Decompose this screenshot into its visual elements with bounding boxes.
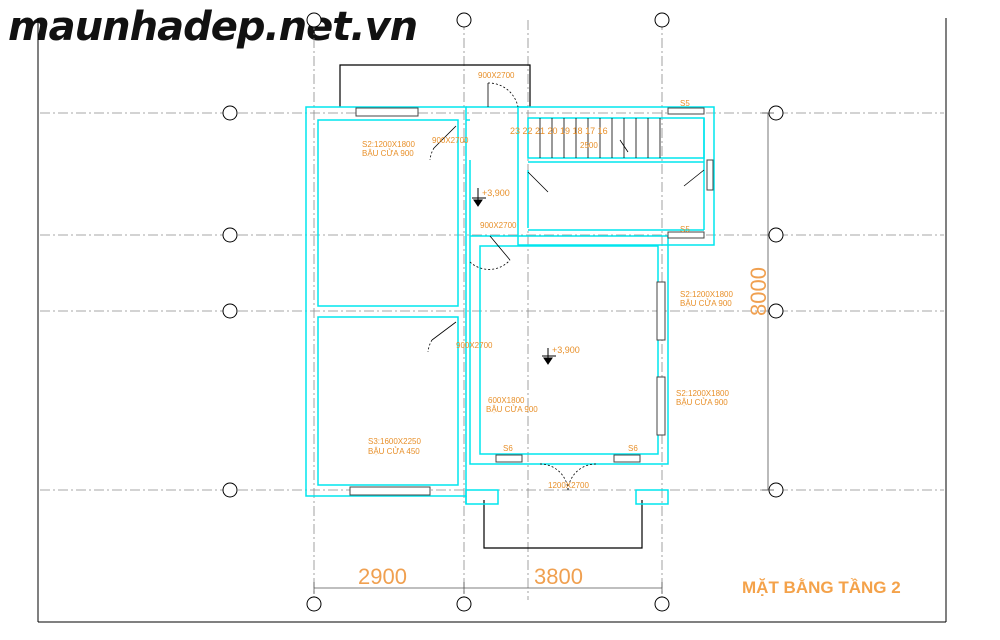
level-markers	[472, 188, 556, 365]
drawing-frame	[37, 18, 947, 623]
label-living-center-sill: BẬU CỬA 900	[486, 405, 538, 414]
floor-plan-title: MẶT BẰNG TẦNG 2	[742, 578, 901, 597]
label-living-window2: S2:1200X1800	[676, 389, 729, 398]
label-living-center: 600X1800	[488, 396, 525, 405]
stair-treads	[539, 118, 661, 158]
label-bed2-window-sill: BẬU CỬA 450	[368, 447, 420, 456]
label-bed1-window-sill: BẬU CỬA 900	[362, 149, 414, 158]
dimension-lines	[313, 112, 774, 594]
walls	[305, 106, 715, 505]
balcony-outlines	[339, 64, 643, 549]
dim-left-width: 2900	[358, 564, 407, 589]
label-window-s6-left: S6	[503, 444, 513, 453]
label-door-bed2: 900X2700	[456, 341, 493, 350]
label-stairs-width: 2500	[580, 141, 598, 150]
label-living-window2-sill: BẬU CỬA 900	[676, 398, 728, 407]
label-level-hall: +3,900	[482, 188, 510, 198]
label-door-bed1: 900X2700	[432, 136, 469, 145]
door-swings	[427, 82, 705, 491]
label-stairs-numbers: 23 22 21 20 19 18 17 16	[510, 126, 608, 136]
label-bed1-window: S2:1200X1800	[362, 140, 415, 149]
windows	[349, 107, 714, 496]
grid-bubbles	[222, 12, 784, 612]
label-window-s6-right: S6	[628, 444, 638, 453]
label-window-s5-bottom: S5	[680, 225, 690, 234]
label-living-window1-sill: BẬU CỬA 900	[680, 299, 732, 308]
label-window-s5-top: S5	[680, 99, 690, 108]
label-bed2-window: S3:1600X2250	[368, 437, 421, 446]
label-living-window1: S2:1200X1800	[680, 290, 733, 299]
site-watermark: maunhadep.net.vn	[8, 4, 418, 50]
dim-right-width: 3800	[534, 564, 583, 589]
dim-total-depth: 8000	[746, 267, 771, 316]
label-door-top: 900X2700	[478, 71, 515, 80]
label-level-living: +3,900	[552, 345, 580, 355]
label-door-hall: 900X2700	[480, 221, 517, 230]
label-door-main: 1200X2700	[548, 481, 589, 490]
